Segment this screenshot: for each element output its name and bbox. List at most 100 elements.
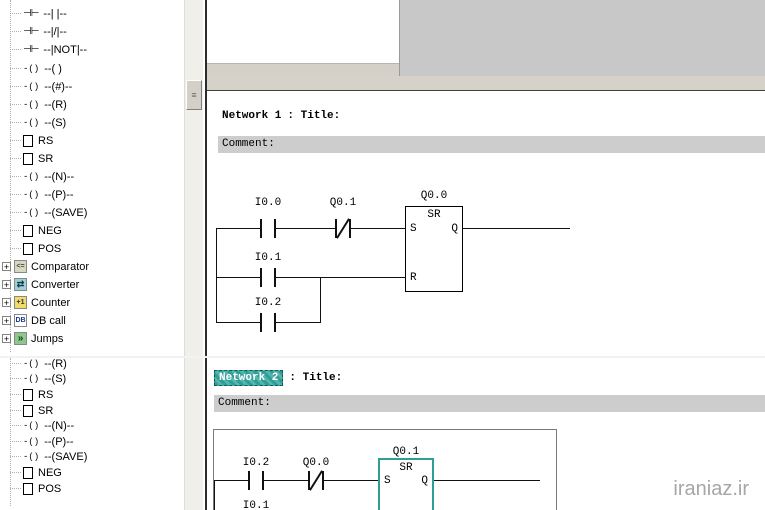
expand-icon[interactable]	[2, 334, 11, 343]
tree-item-label: Counter	[31, 296, 71, 309]
contact-i0-0-address[interactable]: I0.0	[254, 197, 282, 209]
network1-title-suffix: : Title:	[287, 110, 341, 122]
tree-item-label: Comparator	[31, 260, 90, 273]
tree-item-label: --(SAVE)	[44, 206, 88, 219]
tree-item-label: --| |--	[43, 7, 67, 20]
network1-title: Network 1	[222, 110, 282, 122]
network1-header[interactable]: Network 1 : Title:	[222, 110, 340, 122]
contact-i0-1-address[interactable]: I0.1	[254, 252, 282, 264]
coil-icon	[23, 208, 39, 218]
expand-icon[interactable]	[2, 280, 11, 289]
tree-item[interactable]: --(SAVE)	[10, 204, 87, 221]
sr-block-selected[interactable]: SR S Q	[378, 458, 434, 510]
declaration-table	[207, 0, 400, 76]
contact-i0-1-address[interactable]: I0.1	[242, 500, 270, 510]
tree-item[interactable]: --(SAVE)	[10, 448, 87, 465]
converter-icon	[14, 278, 27, 291]
tree-item[interactable]: --|/|--	[10, 23, 67, 40]
contact-i0-1[interactable]	[260, 268, 276, 287]
tree-item-label: RS	[38, 134, 54, 147]
tree-item-converter[interactable]: Converter	[2, 276, 79, 293]
tree-guide-line	[10, 358, 11, 506]
scrollbar-thumb[interactable]	[186, 80, 202, 110]
tree-item[interactable]: --|NOT|--	[10, 41, 87, 58]
tree-item-db-call[interactable]: DB call	[2, 312, 66, 329]
tree-connector	[10, 230, 21, 231]
network2-comment[interactable]: Comment:	[214, 395, 765, 412]
sr-block[interactable]: SR S R Q	[405, 206, 463, 292]
output-wire	[434, 480, 540, 481]
tree-item-label: RS	[38, 388, 54, 401]
contact-q0-0-address[interactable]: Q0.0	[302, 457, 330, 469]
expand-icon[interactable]	[2, 262, 11, 271]
nc-contact-q0-0[interactable]	[308, 470, 324, 491]
editor-pane-border	[205, 358, 207, 510]
tree-item[interactable]: --(P)--	[10, 433, 74, 450]
tree-item-label: --|NOT|--	[43, 43, 88, 56]
wire	[351, 228, 405, 229]
tree-item-label: --( )	[44, 62, 62, 75]
tree-item[interactable]: POS	[10, 240, 61, 257]
tree-item[interactable]: SR	[10, 150, 53, 167]
contact-i0-2[interactable]	[248, 471, 264, 490]
lad-code-area-network1: Network 1 : Title: Comment: I0.0 Q0.1 Q0…	[207, 91, 765, 356]
tree-connector	[10, 158, 21, 159]
contact-i0-2-address[interactable]: I0.2	[254, 297, 282, 309]
tree-connector	[10, 248, 21, 249]
wire	[216, 277, 260, 278]
tree-item[interactable]: SR	[10, 402, 53, 419]
coil-icon	[23, 100, 39, 110]
tree-item[interactable]: --(R)	[10, 358, 67, 372]
tree-item-label: --(R)	[44, 98, 67, 111]
tree-item[interactable]: --(S)	[10, 370, 66, 387]
expand-icon[interactable]	[2, 298, 11, 307]
tree-item-label: --(S)	[44, 116, 67, 129]
tree-item[interactable]: RS	[10, 132, 53, 149]
contact-i0-2[interactable]	[260, 313, 276, 332]
tree-item-counter[interactable]: Counter	[2, 294, 70, 311]
tree-scrollbar[interactable]	[184, 358, 203, 510]
sr-block-s-input: S	[410, 223, 417, 235]
network1-comment[interactable]: Comment:	[218, 136, 765, 153]
tree-item-jumps[interactable]: Jumps	[2, 330, 63, 347]
contact-i0-0[interactable]	[260, 219, 276, 238]
tree-connector	[10, 425, 21, 426]
network2-frame[interactable]	[213, 429, 557, 510]
counter-icon	[14, 296, 27, 309]
sr-block-address[interactable]: Q0.0	[420, 190, 448, 202]
tree-item[interactable]: RS	[10, 386, 53, 403]
wire	[276, 277, 405, 278]
tree-item[interactable]: --| |--	[10, 5, 67, 22]
expand-icon[interactable]	[2, 316, 11, 325]
tree-scrollbar[interactable]	[184, 0, 203, 356]
tree-connector	[10, 49, 21, 50]
tree-item[interactable]: --(N)--	[10, 417, 74, 434]
sr-block-type: SR	[427, 209, 441, 221]
tree-item[interactable]: NEG	[10, 222, 62, 239]
capture-network2: --(R) --(S) RS SR --(N)-- --(P)-- --(SAV…	[0, 358, 765, 510]
network2-title-selected[interactable]: Network 2	[214, 370, 284, 386]
tree-item[interactable]: --(N)--	[10, 168, 74, 185]
tree-item[interactable]: --(R)	[10, 96, 67, 113]
tree-item-label: POS	[38, 482, 62, 495]
sr-block-address[interactable]: Q0.1	[392, 446, 420, 458]
tree-item[interactable]: NEG	[10, 464, 62, 481]
tree-item[interactable]: POS	[10, 480, 61, 497]
tree-item[interactable]: --(#)--	[10, 78, 72, 95]
contact-q0-1-address[interactable]: Q0.1	[329, 197, 357, 209]
tree-item-label: --(SAVE)	[44, 450, 88, 463]
watermark: iraniaz.ir	[673, 478, 749, 500]
tree-item-comparator[interactable]: Comparator	[2, 258, 89, 275]
tree-connector	[10, 363, 21, 364]
sr-block-s-input: S	[384, 475, 391, 487]
tree-connector	[10, 104, 21, 105]
declaration-hscrollbar[interactable]	[207, 63, 399, 76]
pane-splitter[interactable]	[207, 76, 765, 91]
tree-item[interactable]: --(P)--	[10, 186, 74, 203]
tree-item[interactable]: --( )	[10, 60, 62, 77]
network2-header[interactable]: Network 2 : Title:	[214, 370, 342, 386]
nc-slash-icon	[309, 470, 323, 491]
contact-i0-2-address[interactable]: I0.2	[242, 457, 270, 469]
tree-item[interactable]: --(S)	[10, 114, 66, 131]
nc-contact-q0-1[interactable]	[335, 218, 351, 239]
